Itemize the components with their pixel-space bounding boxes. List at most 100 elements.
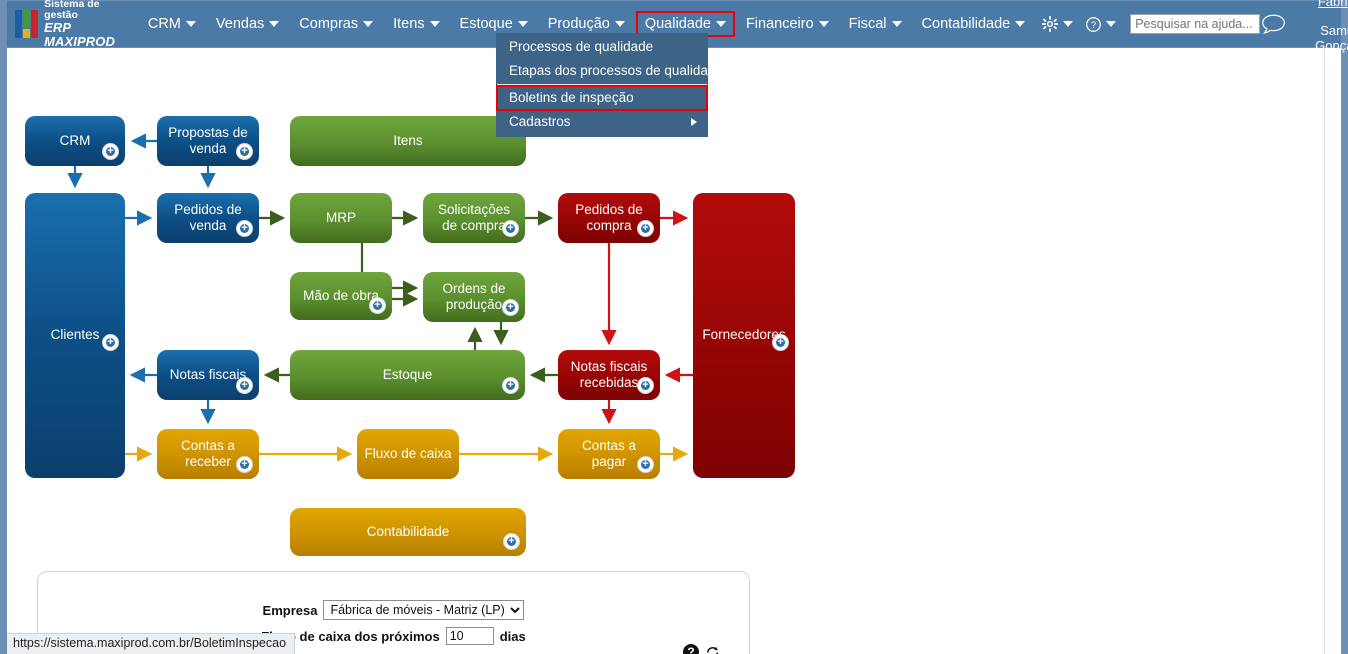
- node-notas-fiscais-receb-label: Notas fiscais recebidas: [570, 358, 648, 390]
- node-contabilidade-add-icon[interactable]: [503, 533, 520, 550]
- dias-input[interactable]: [445, 627, 494, 645]
- menu-producao[interactable]: Produção: [540, 12, 633, 36]
- node-propostas-de-venda[interactable]: Propostas de venda: [157, 116, 259, 166]
- node-notas-fiscais-receb[interactable]: Notas fiscais recebidas: [558, 350, 660, 400]
- vertical-scrollbar[interactable]: [1324, 48, 1341, 654]
- node-clientes-add-icon[interactable]: [102, 333, 119, 351]
- menu-itens-label: Itens: [393, 16, 425, 32]
- menu-qualidade[interactable]: Qualidade: [635, 11, 735, 37]
- help-caret-icon[interactable]: [1106, 21, 1117, 27]
- node-mao-de-obra-add-icon[interactable]: [369, 297, 386, 314]
- menu-compras-label: Compras: [299, 16, 359, 32]
- node-mao-de-obra[interactable]: Mão de obra: [290, 272, 392, 320]
- empresa-select[interactable]: Fábrica de móveis - Matriz (LP): [323, 600, 525, 620]
- node-crm-add-icon[interactable]: [102, 143, 119, 160]
- node-itens-label: Itens: [393, 132, 423, 148]
- brand-logo-group[interactable]: Sistema de gestão ERP MAXIPROD: [7, 0, 122, 49]
- brand-subtitle: Sistema de gestão: [44, 0, 100, 22]
- chat-bubble-icon[interactable]: [1260, 10, 1287, 38]
- node-pedidos-de-venda[interactable]: Pedidos de venda: [157, 193, 259, 243]
- menu-crm-caret-icon[interactable]: [185, 21, 196, 27]
- node-notas-fiscais-add-icon[interactable]: [236, 377, 253, 394]
- node-contas-a-receber-add-icon[interactable]: [236, 456, 253, 473]
- node-crm[interactable]: CRM: [25, 116, 125, 166]
- node-fornecedores-label: Fornecedores: [702, 327, 786, 343]
- menu-contabilidade-label: Contabilidade: [921, 16, 1011, 32]
- menu-financeiro[interactable]: Financeiro: [738, 12, 837, 36]
- menu-vendas-caret-icon[interactable]: [269, 21, 280, 27]
- node-itens[interactable]: Itens: [290, 116, 526, 166]
- dropdown-processos-de-qualidade[interactable]: Processos de qualidade: [497, 35, 707, 59]
- right-tools: Fábrica de m... Samuel Gonça...: [1260, 0, 1348, 53]
- menu-compras-caret-icon[interactable]: [363, 21, 374, 27]
- node-pedidos-de-compra-add-icon[interactable]: [637, 220, 654, 237]
- node-propostas-de-venda-add-icon[interactable]: [236, 143, 253, 160]
- node-ordens-de-producao[interactable]: Ordens de produção: [423, 272, 525, 322]
- node-ordens-de-producao-add-icon[interactable]: [502, 299, 519, 316]
- menu-crm[interactable]: CRM: [140, 12, 204, 36]
- question-circle-icon[interactable]: ?: [1085, 16, 1102, 33]
- menu-producao-caret-icon[interactable]: [614, 21, 625, 27]
- menu-itens[interactable]: Itens: [385, 12, 447, 36]
- menu-vendas-label: Vendas: [215, 16, 265, 32]
- refresh-icon[interactable]: [705, 645, 720, 654]
- user-name-line[interactable]: Samuel Gonça...: [1295, 23, 1348, 53]
- menu-qualidade-caret-icon[interactable]: [715, 21, 726, 27]
- node-estoque[interactable]: Estoque: [290, 350, 525, 400]
- node-contas-a-pagar-add-icon[interactable]: [637, 456, 654, 473]
- node-notas-fiscais-label: Notas fiscais: [169, 366, 247, 382]
- user-account-block[interactable]: Fábrica de m... Samuel Gonça...: [1295, 0, 1348, 53]
- node-clientes[interactable]: Clientes: [25, 193, 125, 478]
- node-fornecedores-add-icon[interactable]: [772, 333, 789, 351]
- submenu-arrow-icon[interactable]: [691, 117, 697, 126]
- settings-menu-group[interactable]: [1036, 13, 1078, 35]
- dropdown-etapas-dos-processos-de-qualidade[interactable]: Etapas dos processos de qualidade: [497, 59, 723, 83]
- node-mrp[interactable]: MRP: [290, 193, 392, 243]
- menu-compras[interactable]: Compras: [291, 12, 381, 36]
- node-propostas-de-venda-label: Propostas de venda: [168, 124, 248, 156]
- search-input[interactable]: [1130, 14, 1261, 34]
- node-solicitacoes-compra-add-icon[interactable]: [502, 220, 519, 237]
- node-solicitacoes-compra[interactable]: Solicitações de compra: [423, 193, 525, 243]
- node-notas-fiscais-receb-add-icon[interactable]: [637, 377, 654, 394]
- node-contas-a-receber[interactable]: Contas a receber: [157, 429, 259, 479]
- menu-vendas[interactable]: Vendas: [208, 12, 287, 36]
- node-fluxo-de-caixa-label: Fluxo de caixa: [364, 445, 452, 461]
- menu-itens-caret-icon[interactable]: [429, 21, 440, 27]
- node-fluxo-de-caixa[interactable]: Fluxo de caixa: [357, 429, 459, 479]
- dropdown-cadastros[interactable]: Cadastros: [497, 110, 707, 134]
- node-contabilidade[interactable]: Contabilidade: [290, 508, 526, 556]
- menu-contabilidade[interactable]: Contabilidade: [914, 12, 1034, 36]
- gear-icon[interactable]: [1041, 15, 1059, 33]
- menu-estoque-caret-icon[interactable]: [517, 21, 528, 27]
- node-pedidos-de-compra[interactable]: Pedidos de compra: [558, 193, 660, 243]
- company-link[interactable]: Fábrica de m...: [1317, 0, 1348, 9]
- help-menu-group[interactable]: ?: [1080, 14, 1121, 35]
- node-mrp-label: MRP: [326, 209, 356, 225]
- node-mao-de-obra-label: Mão de obra: [303, 287, 379, 303]
- settings-caret-icon[interactable]: [1063, 21, 1074, 27]
- node-pedidos-de-venda-label: Pedidos de venda: [174, 201, 242, 233]
- node-contas-a-pagar-label: Contas a pagar: [581, 437, 637, 469]
- brand-title: ERP MAXIPROD: [44, 20, 115, 50]
- node-pedidos-de-venda-add-icon[interactable]: [236, 220, 253, 237]
- menu-fiscal[interactable]: Fiscal: [841, 12, 910, 36]
- node-notas-fiscais[interactable]: Notas fiscais: [157, 350, 259, 400]
- node-contas-a-pagar[interactable]: Contas a pagar: [558, 429, 660, 479]
- node-ordens-de-producao-label: Ordens de produção: [442, 280, 506, 312]
- help-filled-icon[interactable]: ?: [683, 644, 699, 654]
- node-fornecedores[interactable]: Fornecedores: [693, 193, 795, 478]
- node-pedidos-de-compra-label: Pedidos de compra: [575, 201, 643, 233]
- menu-fiscal-caret-icon[interactable]: [891, 21, 902, 27]
- dropdown-processos-de-qualidade-label: Processos de qualidade: [509, 39, 654, 54]
- menu-estoque-label: Estoque: [459, 16, 513, 32]
- menu-financeiro-caret-icon[interactable]: [818, 21, 829, 27]
- dropdown-boletins-de-inspecao[interactable]: Boletins de inspeção: [496, 85, 708, 111]
- node-estoque-add-icon[interactable]: [502, 377, 519, 394]
- menu-estoque[interactable]: Estoque: [452, 12, 536, 36]
- menu-contabilidade-caret-icon[interactable]: [1015, 21, 1026, 27]
- node-contas-a-receber-label: Contas a receber: [180, 437, 236, 469]
- panel-icon-group: ?: [683, 644, 720, 654]
